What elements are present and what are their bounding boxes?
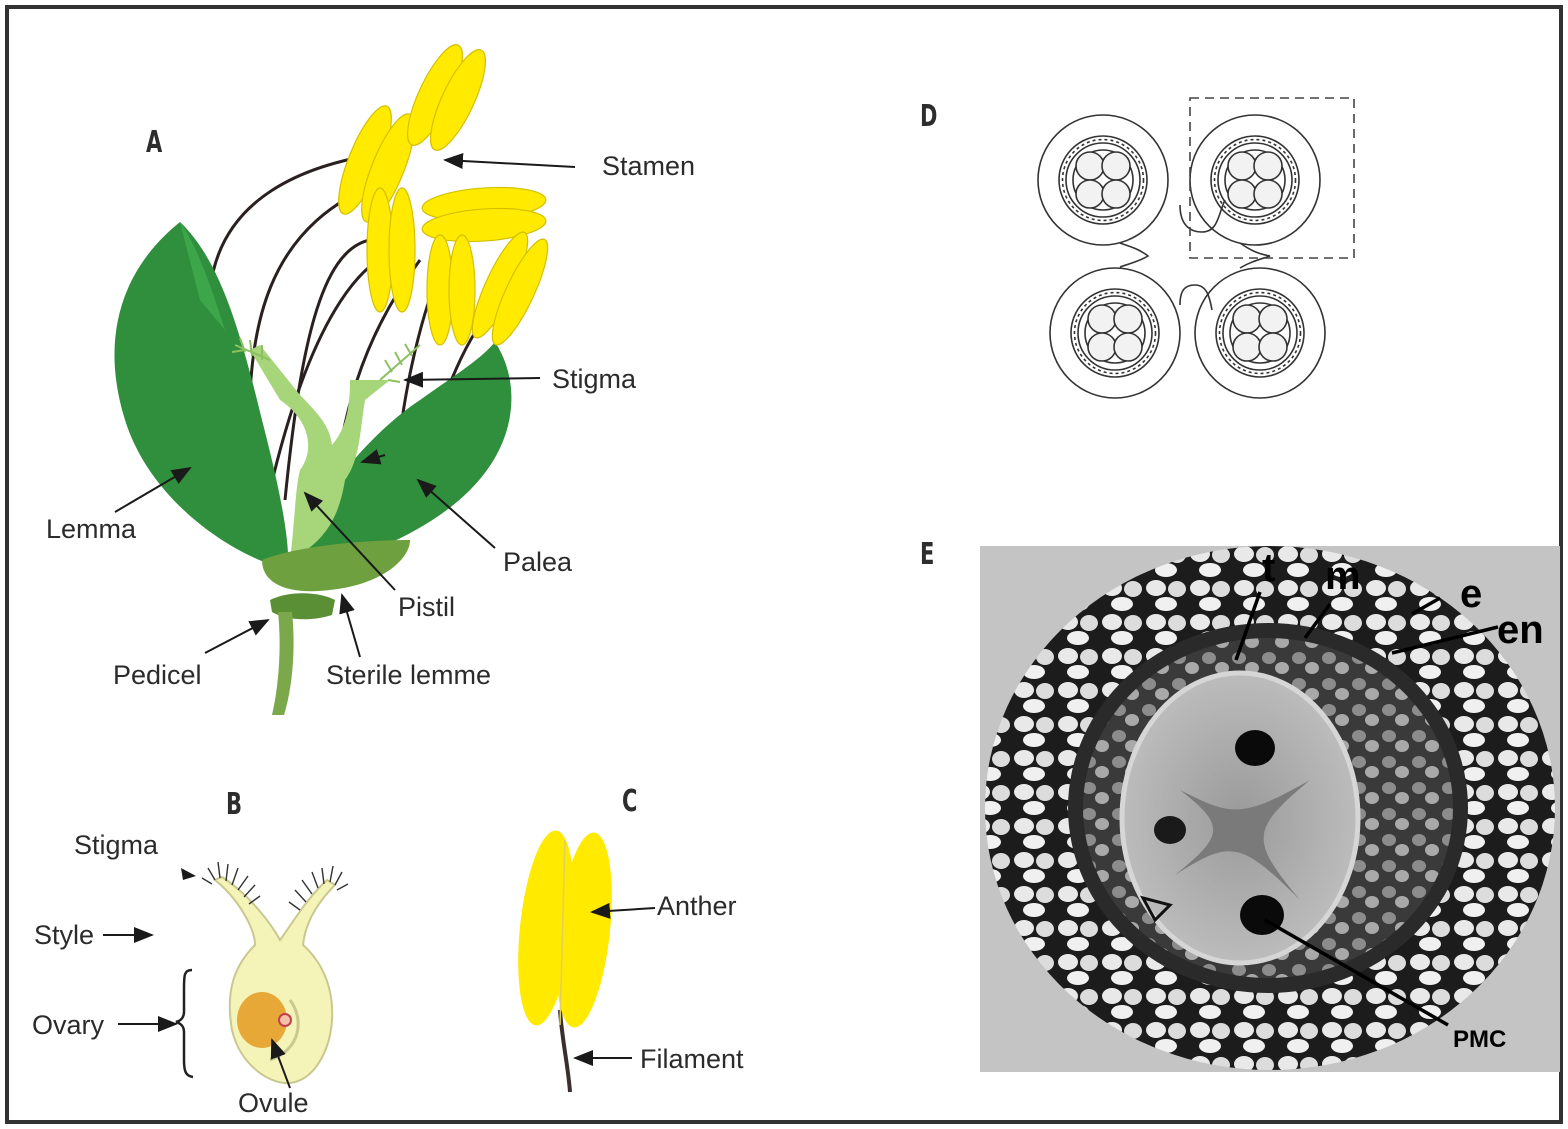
label-pedicel: Pedicel — [113, 662, 202, 689]
panel-label-e: E — [920, 540, 934, 570]
pistil-illustration — [103, 862, 348, 1088]
anthers — [328, 38, 557, 350]
label-stigma-a: Stigma — [552, 366, 636, 393]
label-anther: Anther — [657, 893, 737, 920]
label-e: e — [1460, 574, 1482, 614]
anther-cross-section — [1038, 98, 1354, 398]
locule-bottom-right — [1195, 268, 1325, 398]
label-stigma-b: Stigma — [74, 832, 158, 859]
panel-label-d: D — [920, 102, 937, 132]
label-ovule: Ovule — [238, 1090, 309, 1117]
locule-top-left — [1038, 115, 1168, 245]
label-pmc: PMC — [1453, 1028, 1506, 1052]
label-m: m — [1325, 556, 1361, 596]
label-stamen: Stamen — [602, 153, 695, 180]
panel-label-a: A — [146, 128, 162, 158]
label-ovary: Ovary — [32, 1012, 104, 1039]
micrograph — [980, 546, 1560, 1072]
label-t: t — [1262, 548, 1275, 588]
spikelet-illustration — [114, 38, 575, 715]
label-style: Style — [34, 922, 94, 949]
label-pistil: Pistil — [398, 594, 455, 621]
label-sterile-lemme: Sterile lemme — [326, 662, 491, 689]
panel-label-b: B — [226, 790, 242, 820]
label-en: en — [1497, 610, 1544, 650]
label-filament: Filament — [640, 1046, 744, 1073]
pedicel-stalk — [272, 612, 294, 715]
label-palea: Palea — [503, 549, 572, 576]
locule-bottom-left — [1050, 268, 1180, 398]
locule-top-right — [1190, 115, 1320, 245]
stamen-illustration — [510, 828, 655, 1092]
panel-label-c: C — [622, 787, 637, 817]
label-lemma: Lemma — [46, 516, 136, 543]
